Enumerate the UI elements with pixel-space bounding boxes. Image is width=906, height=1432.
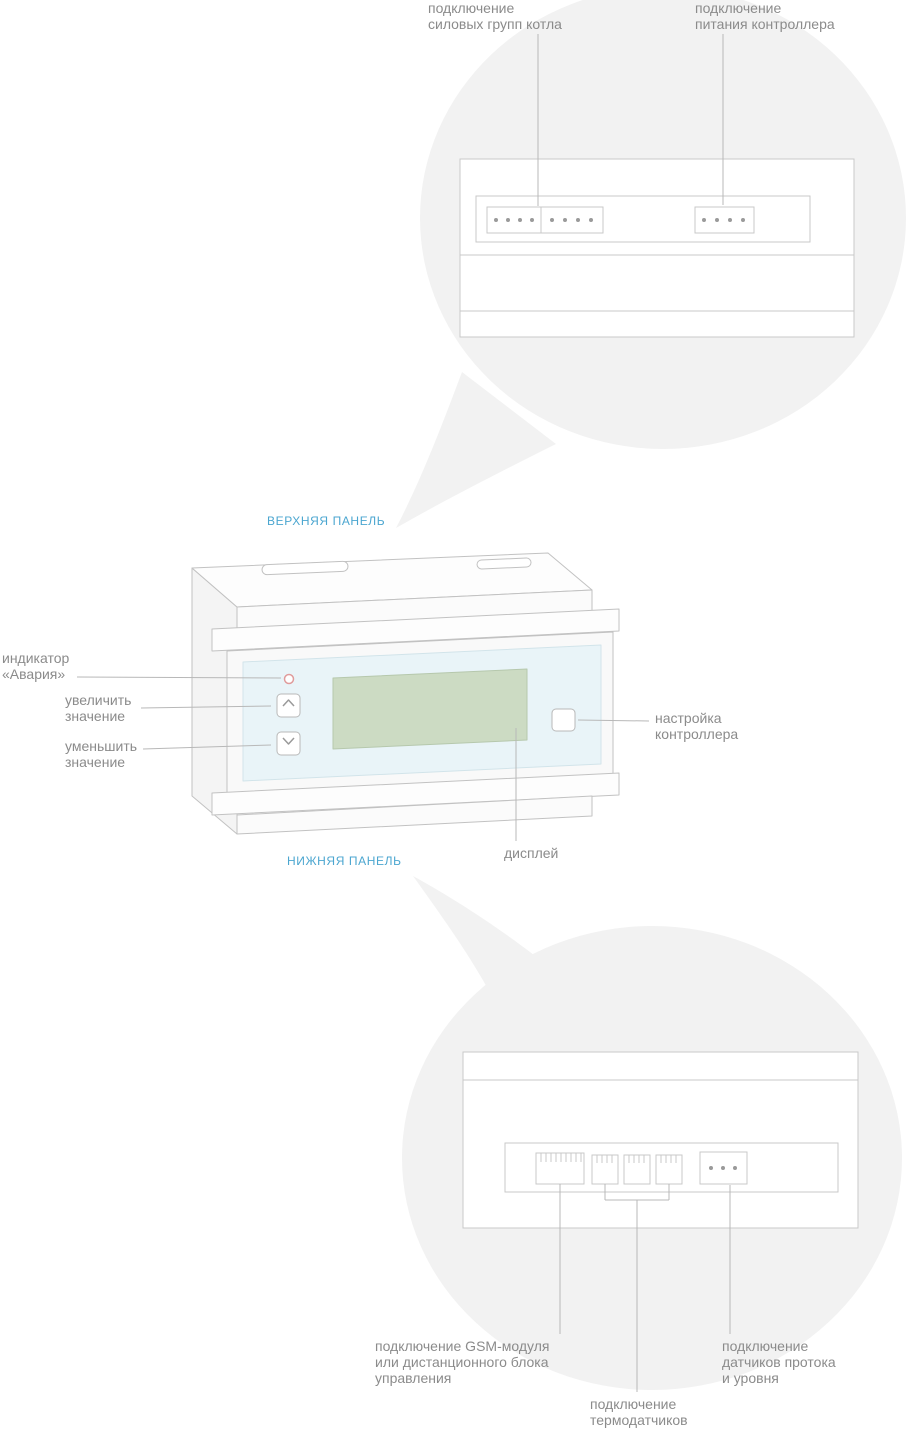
controller-settings-label: настройка контроллера xyxy=(655,710,738,742)
display-label: дисплей xyxy=(504,845,559,861)
thermo-jack-icon xyxy=(591,1154,619,1185)
increase-button-icon xyxy=(276,693,301,718)
increase-value-label-line: увеличить xyxy=(65,692,132,708)
boiler-groups-label-line: силовых групп котла xyxy=(428,16,562,32)
thermo-jack-icon xyxy=(655,1154,683,1185)
alarm-indicator-label-line: «Авария» xyxy=(2,666,66,682)
decrease-value-label: уменьшить значение xyxy=(65,738,137,770)
controller-settings-label-line: настройка xyxy=(655,710,722,726)
controller-power-label-line: питания контроллера xyxy=(695,16,835,32)
top-panel-outline xyxy=(459,158,855,338)
controller-power-label-line: подключение xyxy=(695,0,782,16)
boiler-groups-label-line: подключение xyxy=(428,0,515,16)
alarm-led-icon xyxy=(283,673,295,685)
boiler-groups-label: подключение силовых групп котла xyxy=(428,0,562,32)
thermo-sensors-label-line: подключение xyxy=(590,1396,677,1412)
top-zoom-bubble-tail xyxy=(396,372,556,528)
flow-level-sensors-label: подключение датчиков протока и уровня xyxy=(722,1338,836,1386)
gsm-module-label-line: подключение GSM-модуля xyxy=(375,1338,550,1354)
sensor-terminal-icon xyxy=(699,1151,748,1185)
bottom-panel-drawing xyxy=(462,1051,859,1229)
boiler-power-terminal-icon xyxy=(486,206,604,234)
decrease-value-label-line: значение xyxy=(65,754,126,770)
gsm-module-label: подключение GSM-модуля или дистанционног… xyxy=(375,1338,549,1386)
bottom-panel-outline xyxy=(462,1051,859,1229)
increase-value-label-line: значение xyxy=(65,708,126,724)
gsm-module-label-line: управления xyxy=(375,1370,452,1386)
gsm-module-label-line: или дистанционного блока xyxy=(375,1354,549,1370)
flow-level-sensors-label-line: подключение xyxy=(722,1338,809,1354)
decrease-value-label-line: уменьшить xyxy=(65,738,138,754)
decrease-button-icon xyxy=(276,731,301,756)
display-screen xyxy=(332,668,528,750)
device-illustration xyxy=(191,552,620,835)
alarm-indicator-label: индикатор «Авария» xyxy=(2,650,69,682)
alarm-indicator-label-line: индикатор xyxy=(2,650,70,666)
controller-settings-label-line: контроллера xyxy=(655,726,739,742)
flow-level-sensors-label-line: и уровня xyxy=(722,1370,779,1386)
thermo-jack-icon xyxy=(623,1154,651,1185)
device-upper-ledge xyxy=(211,608,620,652)
top-panel-caption: ВЕРХНЯЯ ПАНЕЛЬ xyxy=(267,514,386,528)
increase-value-label: увеличить значение xyxy=(65,692,131,724)
thermo-sensors-label: подключение термодатчиков xyxy=(590,1396,688,1428)
controller-power-terminal-icon xyxy=(694,206,755,234)
top-vent-slot xyxy=(261,560,349,576)
thermo-sensors-label-line: термодатчиков xyxy=(590,1412,688,1428)
top-vent-slot xyxy=(476,557,532,570)
flow-level-sensors-label-line: датчиков протока xyxy=(722,1354,836,1370)
controller-power-label: подключение питания контроллера xyxy=(695,0,835,32)
gsm-jack-icon xyxy=(535,1152,585,1185)
device-lower-ledge xyxy=(211,772,620,816)
leader-lines xyxy=(76,34,731,1392)
top-panel-drawing xyxy=(459,158,855,338)
settings-button-icon xyxy=(551,708,576,732)
device-lower-band xyxy=(236,795,593,835)
bottom-panel-caption: НИЖНЯЯ ПАНЕЛЬ xyxy=(287,854,402,868)
bottom-zoom-bubble-tail xyxy=(413,876,560,1002)
